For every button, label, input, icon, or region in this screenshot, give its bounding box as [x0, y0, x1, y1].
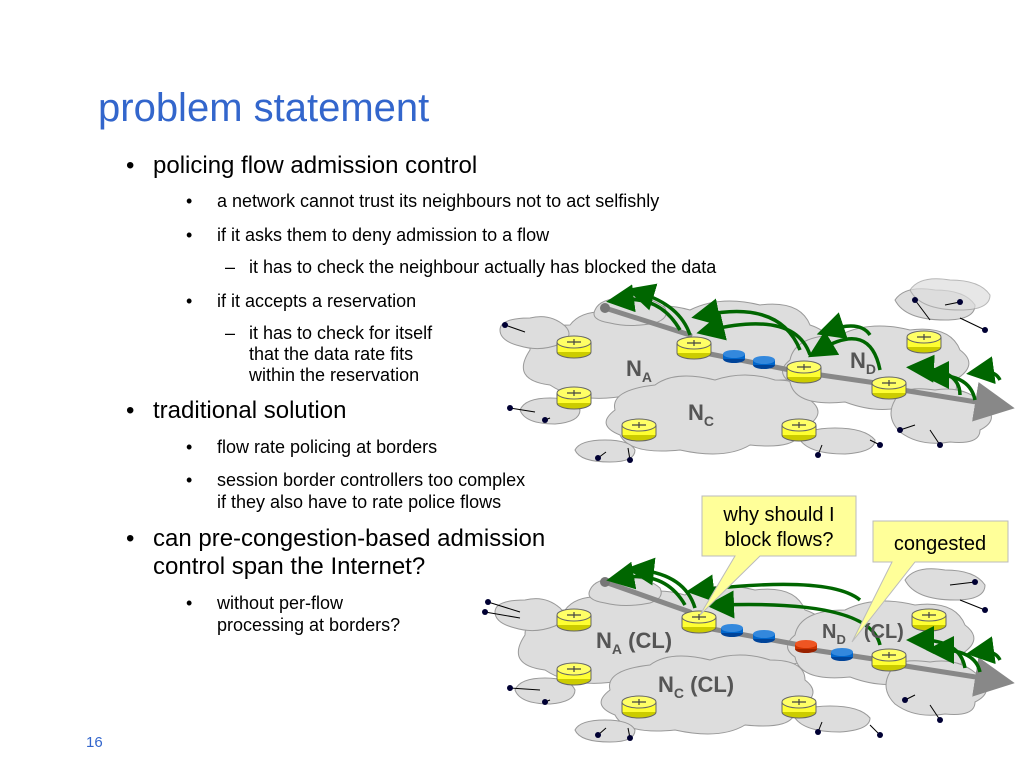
border-router: [781, 695, 817, 719]
border-router: [906, 330, 942, 354]
callout-line: why should I: [722, 504, 834, 526]
dash-glyph: –: [225, 323, 236, 343]
cloud: [499, 278, 992, 463]
network-label-na-cl: NA (CL): [596, 628, 672, 657]
slide-title: problem statement: [98, 86, 430, 130]
access-links: [484, 581, 986, 739]
border-router: [781, 418, 817, 442]
interior-router: [723, 350, 745, 363]
network-label-nd-cl: ND(CL): [822, 621, 904, 647]
feedback-arrows: [606, 283, 1002, 401]
callout-line: congested: [894, 533, 986, 555]
bullet-text: traditional solution: [153, 397, 347, 424]
congested-router: [795, 640, 817, 653]
interior-router: [721, 624, 743, 637]
bullet-text: it has to check the neighbour actually h…: [249, 257, 717, 277]
callout-congested: congested: [851, 520, 1009, 643]
bullet-glyph: •: [126, 397, 135, 424]
border-router: [621, 695, 657, 719]
bullet-glyph: •: [186, 470, 193, 490]
end-hosts: [502, 297, 988, 463]
bottom-network: NA (CL) NC (CL) ND(CL): [482, 557, 1015, 743]
border-router: [621, 418, 657, 442]
bullet-glyph: •: [186, 191, 193, 211]
network-label-nc-cl: NC (CL): [658, 672, 734, 701]
border-router: [786, 360, 822, 384]
bullet-glyph: •: [186, 593, 193, 613]
border-router: [556, 662, 592, 686]
bullet-glyph: •: [186, 225, 193, 245]
network-label-nd: ND: [850, 348, 876, 377]
bullet-text: if it accepts a reservation: [217, 291, 417, 311]
callout-line: block flows?: [725, 529, 834, 551]
bullet-text: policing flow admission control: [153, 152, 478, 179]
interior-router: [831, 648, 853, 661]
bullet-text: flow rate policing at borders: [217, 437, 438, 457]
bullet-glyph: •: [186, 437, 193, 457]
network-label-na: NA: [626, 356, 652, 385]
network-label-nc: NC: [688, 400, 714, 429]
border-router: [556, 608, 592, 632]
bullet-text: if it asks them to deny admission to a f…: [217, 225, 550, 245]
border-router: [556, 335, 592, 359]
interior-router: [753, 630, 775, 643]
border-router: [556, 386, 592, 410]
border-router: [871, 648, 907, 672]
bullet-glyph: •: [186, 291, 193, 311]
top-network: NA NC ND: [499, 278, 1015, 463]
bullet-text: without per-flow processing at borders?: [217, 593, 401, 635]
bullet-text: session border controllers too complex i…: [217, 470, 526, 512]
page-number: 16: [86, 734, 103, 751]
bullet-text: it has to check for itself that the data…: [249, 323, 433, 385]
callout-why-block: why should I block flows?: [699, 495, 857, 616]
border-router: [676, 336, 712, 360]
dash-glyph: –: [225, 257, 236, 277]
feedback-arrows: [606, 557, 1002, 673]
bullet-text: can pre-congestion-based admission contr…: [153, 525, 546, 580]
bullet-text: a network cannot trust its neighbours no…: [217, 191, 660, 211]
border-router: [871, 376, 907, 400]
interior-router: [753, 356, 775, 369]
border-router: [681, 610, 717, 634]
bullet-glyph: •: [126, 525, 135, 552]
border-router: [911, 608, 947, 632]
cloud: [494, 568, 987, 743]
bullet-glyph: •: [126, 152, 135, 179]
